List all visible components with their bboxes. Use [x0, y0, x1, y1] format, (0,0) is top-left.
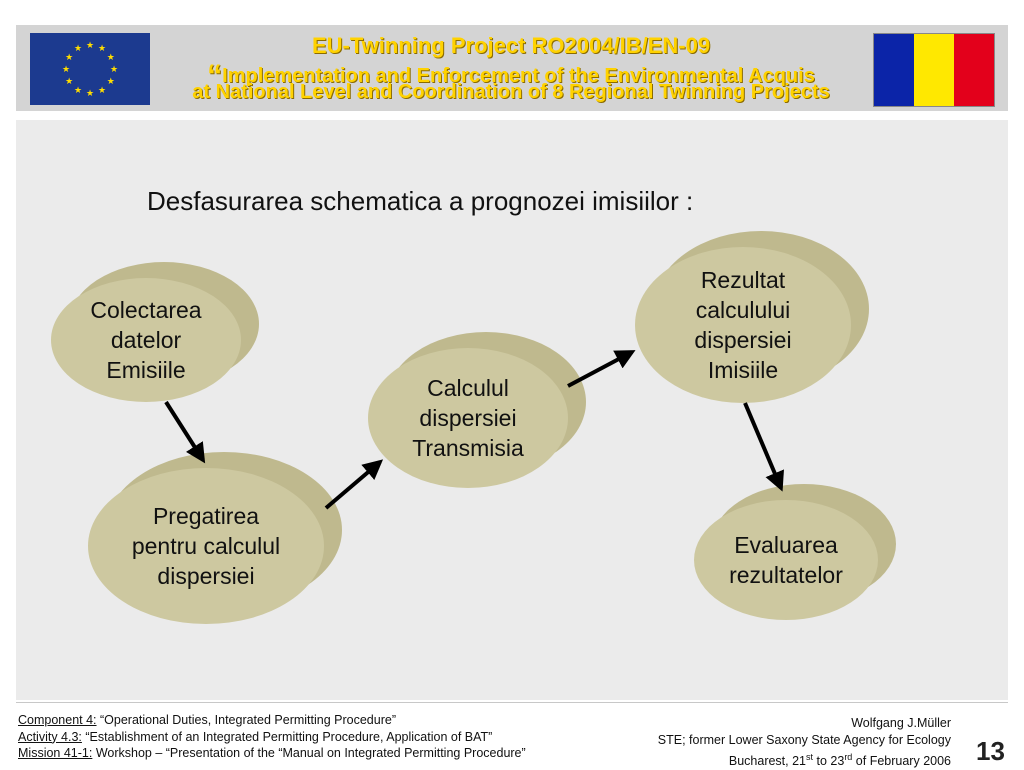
node-calculul-line: Transmisia — [412, 435, 524, 461]
arrow-calculul-to-rezultat — [567, 350, 636, 388]
header-quote-mark: “ — [207, 59, 223, 92]
node-pregatirea-line: pentru calculul — [131, 533, 281, 559]
date-mid: to 23 — [813, 754, 845, 769]
footer-component-text: “Operational Duties, Integrated Permitti… — [96, 713, 396, 727]
date-sup-rd: rd — [844, 752, 853, 762]
footer-mission: Mission 41-1: Workshop – “Presentation o… — [18, 745, 526, 762]
diagram-title: Desfasurarea schematica a prognozei imis… — [147, 186, 694, 216]
arrow-pregatirea-to-calculul — [324, 459, 384, 510]
arrow-colectarea-to-pregatirea — [164, 400, 206, 464]
node-rezultat-line: calculului — [695, 297, 791, 323]
eu-star-icon: ★ — [65, 52, 73, 62]
node-evaluarea-line: rezultatelor — [729, 562, 843, 588]
header-banner — [16, 25, 1008, 111]
node-evaluarea-shape — [694, 500, 878, 620]
footer-author: Wolfgang J.Müller — [851, 716, 951, 730]
footer-affiliation: STE; former Lower Saxony State Agency fo… — [657, 733, 951, 747]
footer-date: Bucharest, 21st to 23rd of February 2006 — [658, 749, 951, 770]
footer-component: Component 4: “Operational Duties, Integr… — [18, 712, 526, 729]
header-subtitle-line1-text: Implementation and Enforcement of the En… — [222, 65, 815, 87]
date-prefix: Bucharest, 21 — [728, 754, 807, 769]
node-calculul-line: dispersiei — [419, 405, 517, 431]
node-rezultat-line: Rezultat — [700, 267, 786, 293]
node-pregatirea-label: Pregatirea pentru calculul dispersiei — [91, 468, 321, 624]
node-pregatirea-shape — [88, 468, 324, 624]
header-subtitle-line2: at National Level and Coordination of 8 … — [192, 81, 830, 103]
node-evaluarea-line: Evaluarea — [734, 532, 838, 558]
footer-project-info: Component 4: “Operational Duties, Integr… — [18, 712, 526, 762]
node-pregatirea-line: dispersiei — [157, 563, 255, 589]
eu-star-icon: ★ — [107, 52, 115, 62]
footer-mission-text: Workshop – “Presentation of the “Manual … — [92, 746, 526, 760]
eu-star-icon: ★ — [86, 88, 94, 98]
eu-star-icon: ★ — [65, 76, 73, 86]
flag-stripe-blue — [874, 34, 914, 106]
footer-divider — [16, 702, 1008, 703]
footer-author-info: Wolfgang J.Müller STE; former Lower Saxo… — [658, 715, 951, 770]
romania-flag-icon — [873, 33, 995, 107]
node-colectarea-line: Colectarea — [90, 297, 202, 323]
node-pregatirea-line: Pregatirea — [152, 503, 260, 529]
node-colectarea-line: Emisiile — [106, 357, 186, 383]
node-rezultat-line: Imisiile — [707, 357, 779, 383]
eu-star-icon: ★ — [98, 85, 106, 95]
node-calculul-line: Calculul — [427, 375, 509, 401]
footer-activity-label: Activity 4.3: — [18, 729, 82, 744]
header-project-title: EU-Twinning Project RO2004/IB/EN-09 — [311, 33, 711, 58]
arrow-rezultat-to-evaluarea — [743, 402, 784, 492]
flag-stripe-red — [954, 34, 994, 106]
footer-component-label: Component 4: — [18, 713, 97, 727]
header-subtitle-line1: “Implementation and Enforcement of the E… — [150, 59, 872, 93]
node-colectarea-line: datelor — [110, 327, 182, 353]
eu-star-icon: ★ — [74, 85, 82, 95]
eu-star-icon: ★ — [110, 64, 118, 74]
node-rezultat-line: dispersiei — [694, 327, 792, 353]
footer-activity-text: “Establishment of an Integrated Permitti… — [81, 729, 493, 744]
footer-mission-label: Mission 41-1: — [18, 746, 93, 760]
node-colectarea-shape — [51, 278, 241, 402]
eu-star-icon: ★ — [86, 40, 94, 50]
eu-flag-icon: ★★★★★★★★★★★★ — [30, 33, 150, 105]
eu-star-icon: ★ — [62, 64, 70, 74]
date-sup-st: st — [806, 752, 814, 762]
node-rezultat-shape — [635, 247, 851, 403]
eu-star-icon: ★ — [98, 43, 106, 53]
eu-star-icon: ★ — [74, 43, 82, 53]
footer-activity: Activity 4.3: “Establishment of an Integ… — [18, 729, 526, 746]
date-suffix: of February 2006 — [852, 754, 951, 769]
page-number: 13 — [976, 736, 1005, 766]
node-evaluarea-label: Evaluarea rezultatelor — [696, 500, 876, 620]
eu-star-icon: ★ — [107, 76, 115, 86]
flag-stripe-yellow — [914, 34, 954, 106]
node-calculul-shape — [368, 348, 568, 488]
